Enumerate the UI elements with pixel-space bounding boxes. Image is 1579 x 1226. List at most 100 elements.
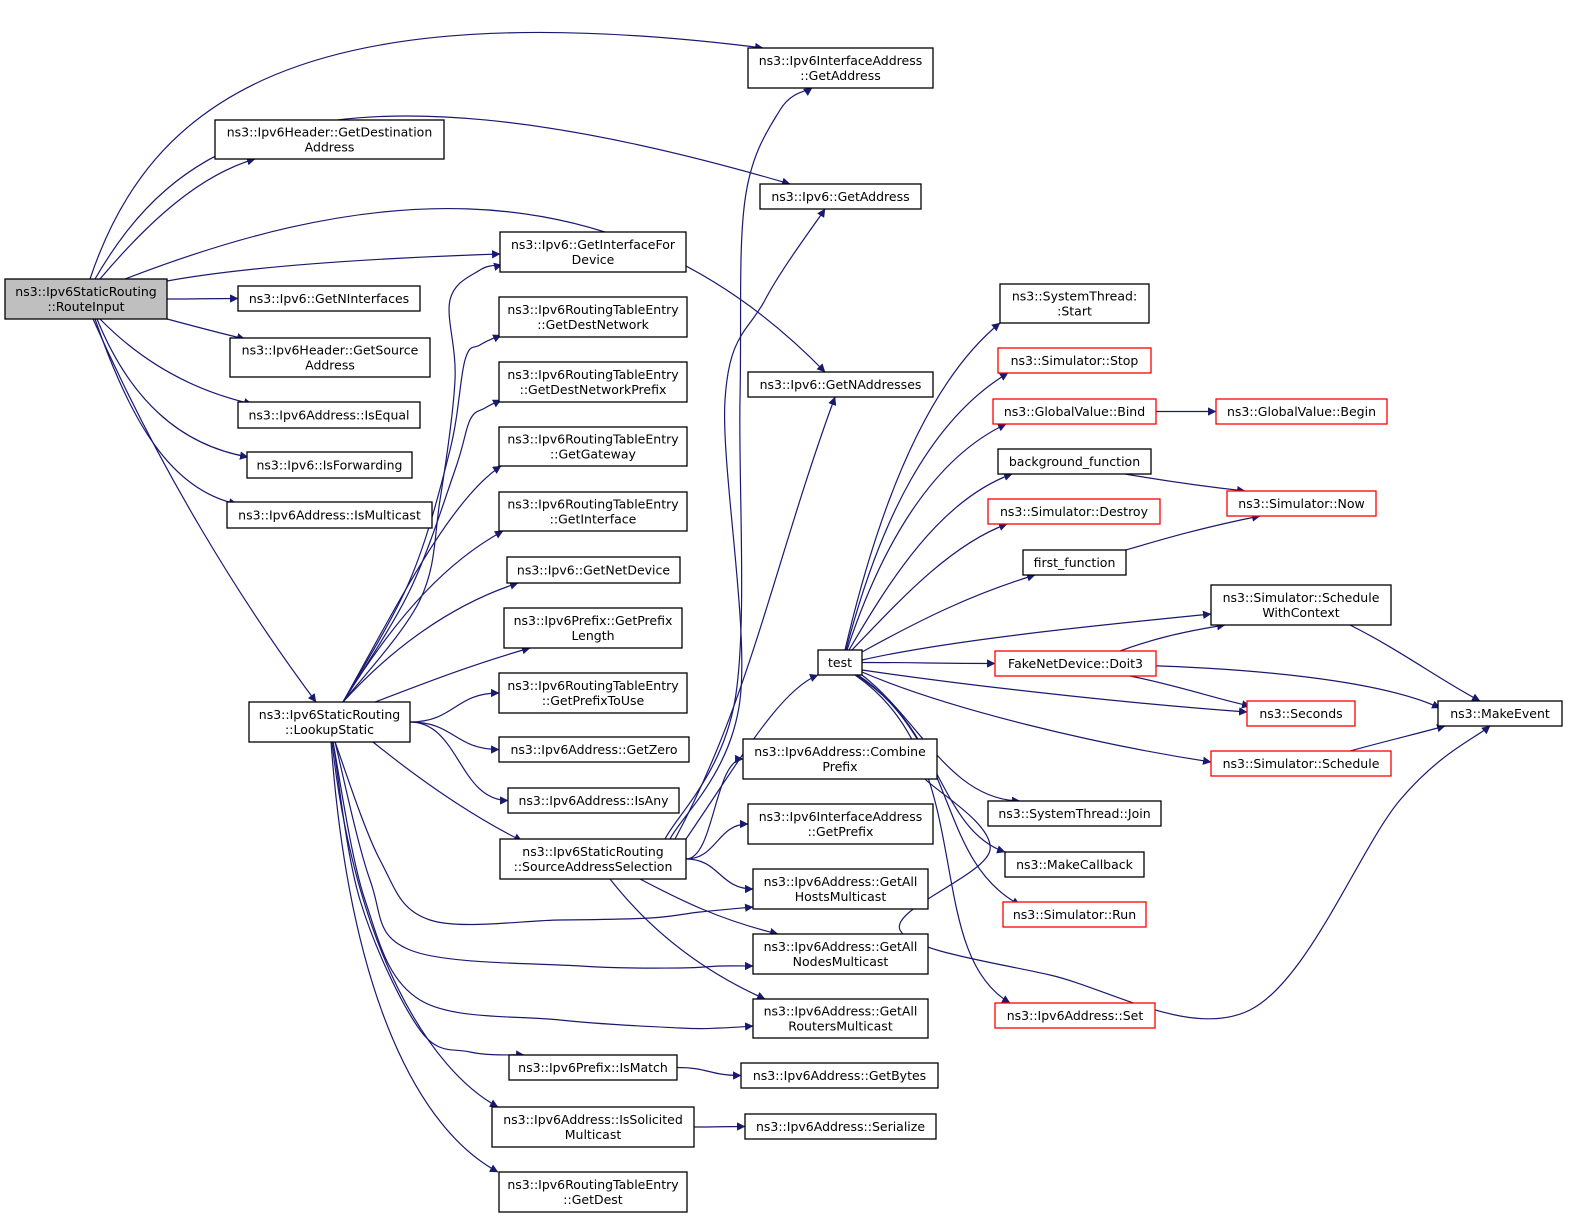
node-box[interactable] bbox=[507, 787, 680, 814]
node-isany[interactable]: ns3::Ipv6Address::IsAny bbox=[507, 787, 680, 814]
node-box[interactable] bbox=[498, 296, 688, 338]
node-ismatch[interactable]: ns3::Ipv6Prefix::IsMatch bbox=[508, 1054, 678, 1081]
node-makeevent[interactable]: ns3::MakeEvent bbox=[1437, 700, 1563, 727]
node-box[interactable] bbox=[817, 649, 863, 676]
node-addrset[interactable]: ns3::Ipv6Address::Set bbox=[994, 1002, 1156, 1029]
node-box[interactable] bbox=[229, 337, 431, 378]
node-box[interactable] bbox=[1002, 901, 1147, 928]
node-box[interactable] bbox=[742, 738, 938, 780]
node-box[interactable] bbox=[1246, 700, 1356, 727]
node-threadjoin[interactable]: ns3::SystemThread::Join bbox=[987, 800, 1162, 827]
node-getbytes[interactable]: ns3::Ipv6Address::GetBytes bbox=[740, 1062, 939, 1089]
node-firstfunc[interactable]: first_function bbox=[1022, 549, 1127, 576]
node-box[interactable] bbox=[498, 426, 688, 467]
node-box[interactable] bbox=[999, 283, 1150, 324]
node-box[interactable] bbox=[992, 398, 1157, 425]
node-makecallback[interactable]: ns3::MakeCallback bbox=[1004, 851, 1145, 878]
node-box[interactable] bbox=[248, 701, 411, 743]
node-ifaceprefix[interactable]: ns3::Ipv6InterfaceAddress::GetPrefix bbox=[747, 803, 934, 845]
node-box[interactable] bbox=[759, 183, 922, 210]
node-box[interactable] bbox=[498, 491, 688, 532]
node-box[interactable] bbox=[994, 650, 1157, 677]
node-getprefixtouse[interactable]: ns3::Ipv6RoutingTableEntry::GetPrefixToU… bbox=[498, 672, 688, 714]
node-box[interactable] bbox=[503, 607, 683, 649]
node-box[interactable] bbox=[752, 868, 929, 910]
node-box[interactable] bbox=[237, 285, 421, 312]
node-box[interactable] bbox=[498, 361, 688, 403]
node-box[interactable] bbox=[237, 401, 421, 429]
node-box[interactable] bbox=[747, 371, 934, 398]
node-box[interactable] bbox=[1437, 700, 1563, 727]
node-doit3[interactable]: FakeNetDevice::Doit3 bbox=[994, 650, 1157, 677]
node-simstop[interactable]: ns3::Simulator::Stop bbox=[997, 347, 1152, 374]
node-isforwarding[interactable]: ns3::Ipv6::IsForwarding bbox=[246, 451, 413, 479]
node-box[interactable] bbox=[747, 803, 934, 845]
node-getzero[interactable]: ns3::Ipv6Address::GetZero bbox=[498, 736, 690, 763]
node-box[interactable] bbox=[498, 736, 690, 763]
node-schedule[interactable]: ns3::Simulator::Schedule bbox=[1210, 750, 1392, 777]
node-box[interactable] bbox=[506, 556, 681, 584]
node-box[interactable] bbox=[997, 448, 1152, 475]
node-ipv6getaddr[interactable]: ns3::Ipv6::GetAddress bbox=[759, 183, 922, 210]
node-box[interactable] bbox=[499, 838, 687, 880]
node-box[interactable] bbox=[1022, 549, 1127, 576]
node-box[interactable] bbox=[994, 1002, 1156, 1029]
node-routeinput[interactable]: ns3::Ipv6StaticRouting::RouteInput bbox=[4, 278, 168, 320]
node-isequal[interactable]: ns3::Ipv6Address::IsEqual bbox=[237, 401, 421, 429]
node-simrun[interactable]: ns3::Simulator::Run bbox=[1002, 901, 1147, 928]
node-box[interactable] bbox=[1210, 584, 1392, 626]
node-ismulticast[interactable]: ns3::Ipv6Address::IsMulticast bbox=[226, 501, 433, 529]
node-srcaddrsel[interactable]: ns3::Ipv6StaticRouting::SourceAddressSel… bbox=[499, 838, 687, 880]
node-getdestnetprefix[interactable]: ns3::Ipv6RoutingTableEntry::GetDestNetwo… bbox=[498, 361, 688, 403]
node-box[interactable] bbox=[491, 1106, 695, 1148]
node-getninterfaces[interactable]: ns3::Ipv6::GetNInterfaces bbox=[237, 285, 421, 312]
node-box[interactable] bbox=[987, 498, 1161, 525]
node-box[interactable] bbox=[246, 451, 413, 479]
node-box[interactable] bbox=[226, 501, 433, 529]
node-box[interactable] bbox=[4, 278, 168, 320]
node-box[interactable] bbox=[752, 998, 929, 1039]
node-box[interactable] bbox=[1215, 398, 1388, 425]
node-box[interactable] bbox=[1004, 851, 1145, 878]
node-lookupstatic[interactable]: ns3::Ipv6StaticRouting::LookupStatic bbox=[248, 701, 411, 743]
node-getinterface[interactable]: ns3::Ipv6RoutingTableEntry::GetInterface bbox=[498, 491, 688, 532]
node-getgateway[interactable]: ns3::Ipv6RoutingTableEntry::GetGateway bbox=[498, 426, 688, 467]
node-box[interactable] bbox=[214, 119, 445, 160]
node-getnetdevice[interactable]: ns3::Ipv6::GetNetDevice bbox=[506, 556, 681, 584]
node-getdest[interactable]: ns3::Ipv6RoutingTableEntry::GetDest bbox=[498, 1171, 688, 1213]
node-getifaceaddr[interactable]: ns3::Ipv6InterfaceAddress::GetAddress bbox=[747, 47, 934, 89]
node-bgfunc[interactable]: background_function bbox=[997, 448, 1152, 475]
node-getdestnetwork[interactable]: ns3::Ipv6RoutingTableEntry::GetDestNetwo… bbox=[498, 296, 688, 338]
node-simnow[interactable]: ns3::Simulator::Now bbox=[1226, 490, 1377, 517]
node-threadstart[interactable]: ns3::SystemThread::Start bbox=[999, 283, 1150, 324]
node-box[interactable] bbox=[997, 347, 1152, 374]
node-box[interactable] bbox=[740, 1062, 939, 1089]
node-box[interactable] bbox=[1210, 750, 1392, 777]
node-serialize[interactable]: ns3::Ipv6Address::Serialize bbox=[744, 1113, 937, 1140]
node-seconds[interactable]: ns3::Seconds bbox=[1246, 700, 1356, 727]
node-gvbegin[interactable]: ns3::GlobalValue::Begin bbox=[1215, 398, 1388, 425]
node-box[interactable] bbox=[1226, 490, 1377, 517]
node-box[interactable] bbox=[747, 47, 934, 89]
node-box[interactable] bbox=[499, 231, 687, 273]
node-gvbind[interactable]: ns3::GlobalValue::Bind bbox=[992, 398, 1157, 425]
node-box[interactable] bbox=[752, 933, 929, 975]
node-test[interactable]: test bbox=[817, 649, 863, 676]
node-box[interactable] bbox=[508, 1054, 678, 1081]
node-simdestroy[interactable]: ns3::Simulator::Destroy bbox=[987, 498, 1161, 525]
node-getnaddresses[interactable]: ns3::Ipv6::GetNAddresses bbox=[747, 371, 934, 398]
node-box[interactable] bbox=[498, 672, 688, 714]
node-box[interactable] bbox=[987, 800, 1162, 827]
node-box[interactable] bbox=[498, 1171, 688, 1213]
node-box[interactable] bbox=[744, 1113, 937, 1140]
